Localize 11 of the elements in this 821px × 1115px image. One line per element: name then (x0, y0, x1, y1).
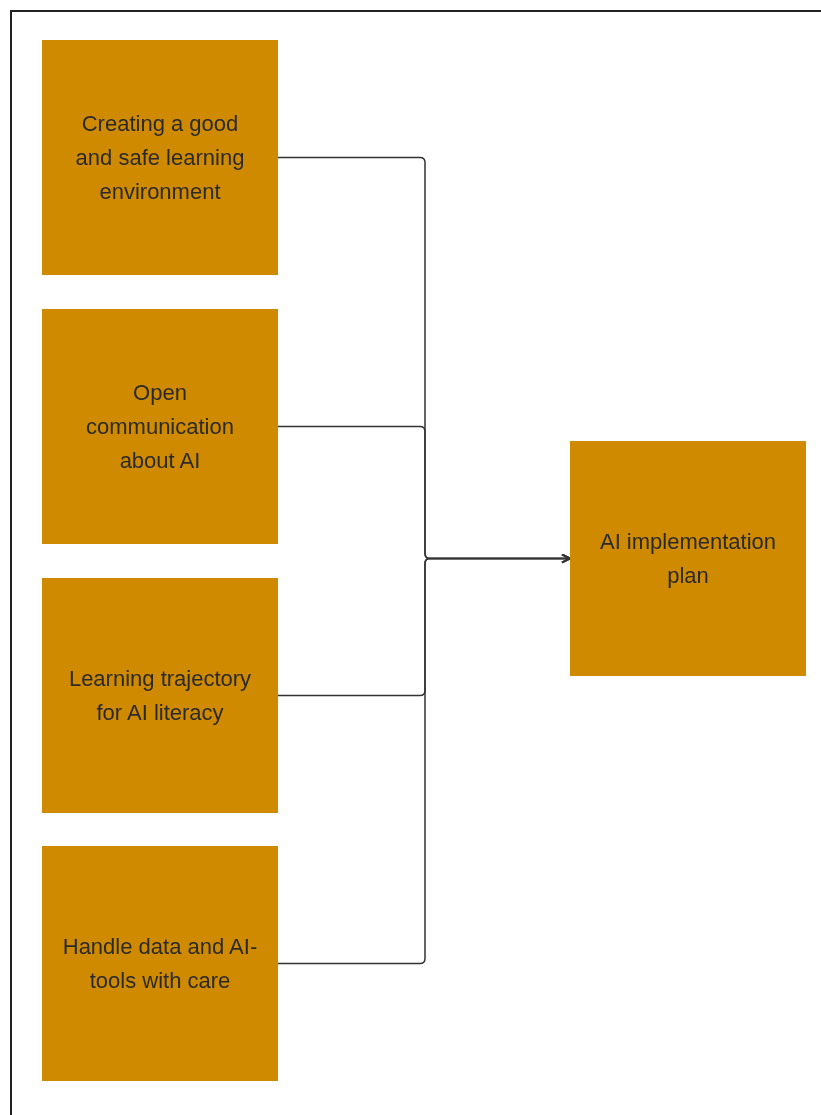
process-box (42, 309, 278, 544)
box-label: AI implementation plan (598, 527, 778, 590)
box-label: Open communication about AI (85, 378, 235, 475)
box-label: Creating a good and safe learning environment (74, 109, 246, 206)
process-box (42, 578, 278, 813)
process-box (42, 846, 278, 1081)
box-label: Learning trajectory for AI literacy (67, 664, 253, 727)
box-label: Handle data and AI-tools with care (62, 932, 258, 995)
connector-arrow (277, 553, 571, 965)
process-box (570, 441, 806, 676)
process-box (42, 40, 278, 275)
